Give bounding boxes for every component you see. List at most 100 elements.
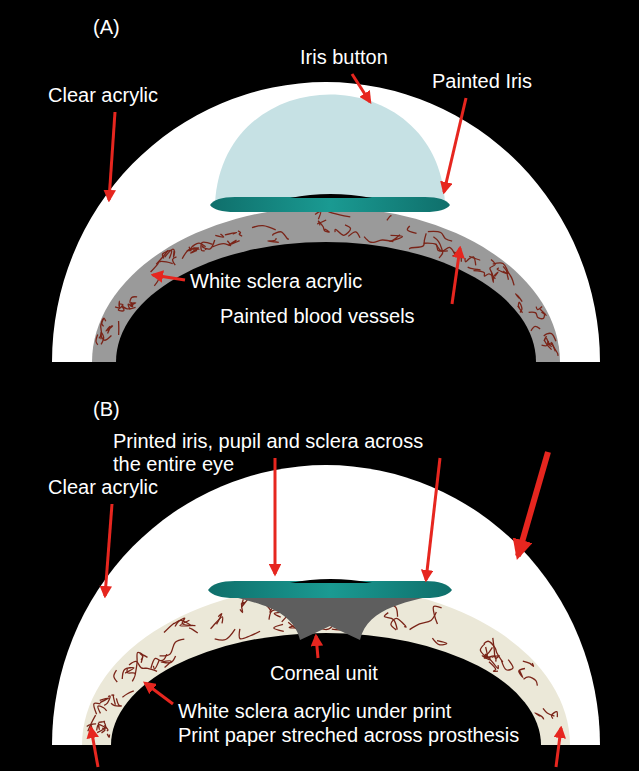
blood-vessel	[140, 654, 147, 661]
blood-vessel	[543, 708, 554, 716]
part-label: Clear acrylic	[48, 84, 158, 107]
part-label: Clear acrylic	[48, 476, 158, 499]
clear-acrylic-shell	[52, 465, 600, 745]
blood-vessel	[130, 297, 137, 306]
blood-vessel	[101, 728, 105, 733]
part-label: Iris button	[300, 46, 388, 69]
blood-vessel	[315, 211, 321, 219]
part-label: Painted blood vessels	[220, 305, 415, 328]
sclera-acrylic	[92, 207, 560, 362]
blood-vessel	[432, 638, 446, 645]
blood-vessel	[97, 724, 105, 732]
leader-arrow	[153, 275, 185, 280]
blood-vessel	[239, 629, 260, 639]
blood-vessel	[468, 267, 481, 270]
blood-vessel	[104, 696, 110, 705]
leader-arrow	[109, 112, 115, 200]
blood-vessel	[212, 241, 230, 247]
blood-vessel	[364, 237, 393, 243]
blood-vessel	[101, 335, 112, 340]
blood-vessel	[129, 661, 157, 671]
panel-letter: (A)	[93, 16, 120, 39]
blood-vessel	[252, 226, 276, 230]
blood-vessel	[410, 612, 437, 630]
blood-vessel	[173, 257, 177, 265]
blood-vessel	[348, 232, 360, 238]
blood-vessel	[384, 613, 397, 630]
iris-button	[215, 95, 445, 205]
leader-arrow	[556, 728, 561, 767]
blood-vessel	[485, 654, 498, 669]
blood-vessel	[106, 326, 113, 334]
blood-vessel	[107, 734, 109, 737]
blood-vessel	[273, 232, 289, 240]
leader-arrow	[518, 452, 548, 556]
pupil	[290, 194, 372, 198]
print-paper-layer	[82, 585, 570, 745]
blood-vessel	[524, 677, 538, 686]
blood-vessel	[484, 641, 503, 662]
leader-arrow	[145, 683, 173, 704]
blood-vessel	[536, 307, 542, 310]
blood-vessel	[127, 669, 135, 682]
blood-vessel	[531, 326, 540, 330]
blood-vessel	[428, 231, 452, 241]
blood-vessel	[161, 656, 175, 667]
blood-vessel	[115, 301, 119, 308]
leader-arrow	[316, 636, 318, 658]
blood-vessel	[122, 691, 133, 697]
blood-vessel	[111, 698, 121, 706]
blood-vessel	[469, 256, 480, 260]
printed-iris	[208, 581, 452, 598]
blood-vessel	[175, 618, 195, 626]
blood-vessel	[215, 234, 223, 237]
blood-vessel	[238, 231, 242, 236]
blood-vessel	[229, 240, 240, 245]
blood-vessel	[335, 225, 351, 235]
blood-vessel	[318, 220, 327, 225]
blood-vessel	[551, 342, 558, 356]
blood-vessel	[519, 669, 525, 678]
prosthesis-b	[52, 465, 600, 745]
part-label: White sclera acrylic under print	[178, 700, 451, 723]
blood-vessel	[202, 240, 215, 250]
blood-vessel	[540, 309, 546, 315]
blood-vessel	[97, 723, 100, 731]
leader-arrow	[452, 248, 460, 304]
blood-vessel	[189, 628, 198, 633]
blood-vessel	[151, 261, 173, 272]
blood-vessel	[99, 721, 106, 729]
blood-vessel	[160, 639, 185, 656]
part-label: Printed iris, pupil and sclera across th…	[113, 430, 443, 476]
blood-vessel	[407, 226, 416, 233]
part-label: Painted Iris	[432, 70, 532, 93]
blood-vessel	[551, 712, 557, 719]
blood-vessel	[391, 618, 406, 630]
blood-vessel	[225, 232, 237, 235]
part-label: Corneal unit	[270, 662, 378, 685]
blood-vessel	[544, 336, 549, 345]
blood-vessel	[433, 237, 442, 258]
prosthesis-a	[52, 82, 600, 362]
leader-arrow	[444, 98, 466, 192]
leader-arrows	[91, 74, 561, 767]
part-label: White sclera acrylic	[190, 270, 362, 293]
blood-vessel	[501, 660, 513, 670]
blood-vessel	[122, 306, 136, 309]
blood-vessel	[114, 670, 117, 682]
blood-vessel	[436, 244, 456, 255]
clear-acrylic-shell	[52, 82, 600, 362]
blood-vessel	[409, 233, 426, 249]
blood-vessel	[318, 221, 329, 232]
blood-vessel	[268, 238, 279, 242]
blood-vessel	[523, 661, 534, 666]
blood-vessel	[387, 216, 392, 221]
blood-vessel	[506, 270, 514, 285]
leader-arrow	[426, 458, 440, 580]
blood-vessel	[518, 302, 522, 312]
blood-vessel	[211, 617, 223, 629]
panel-letter: (B)	[93, 398, 120, 421]
blood-vessel	[433, 606, 441, 624]
inner-hollow	[116, 242, 536, 362]
